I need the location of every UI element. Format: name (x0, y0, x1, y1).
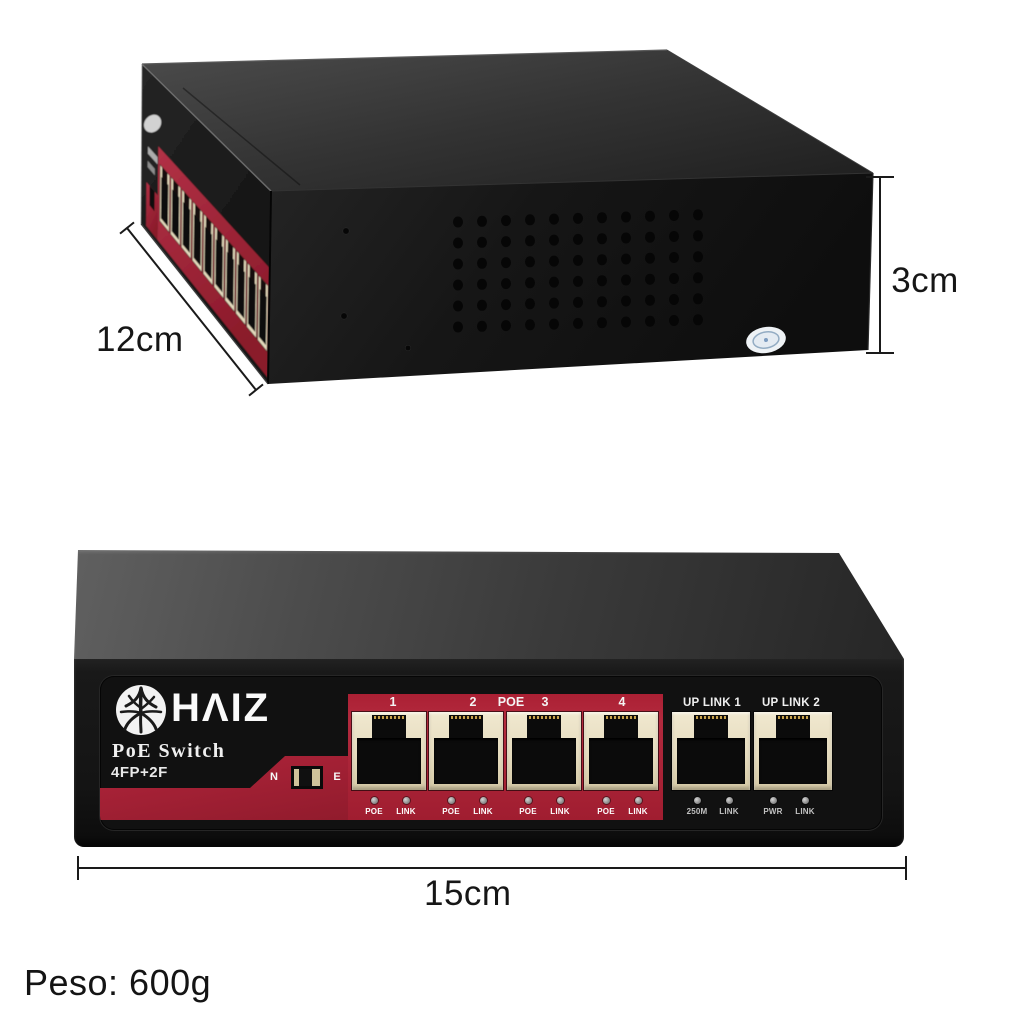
link-led (725, 797, 733, 804)
back-edge-highlight (141, 49, 668, 65)
side-top-ridge (270, 172, 874, 192)
width-dimension-line (77, 856, 907, 880)
led-group-uplink1: 250M LINK (683, 797, 743, 816)
port-pins (696, 716, 726, 719)
rj45-port-2 (429, 712, 503, 790)
port-label-2: 2 (469, 695, 477, 709)
front-panel: HΛIZ PoE Switch 4FP+2F 1 2 POE 3 4 UP LI… (100, 676, 882, 830)
link-led (556, 797, 564, 804)
depth-dimension-label: 12cm (96, 320, 184, 359)
screws (340, 227, 412, 352)
height-dimension-line (866, 176, 894, 354)
250m-led (693, 797, 701, 804)
switch-angled-view (140, 49, 874, 385)
port-label-poe: POE (497, 695, 525, 709)
rj45-uplink-port-1 (672, 712, 750, 790)
uplink1-label: UP LINK 1 (682, 697, 742, 709)
mode-switch-notch (149, 185, 155, 212)
ports-angled (159, 163, 269, 353)
mode-switch-n-label: N (270, 771, 278, 783)
model-number: 4FP+2F (111, 764, 168, 781)
height-dimension-label: 3cm (891, 261, 959, 300)
right-back-edge (666, 49, 874, 174)
port-pins (529, 716, 559, 719)
side-right-edge (867, 172, 874, 351)
front-face-angled (141, 64, 271, 384)
port-pins (606, 716, 636, 719)
depth-dimension-line (119, 221, 264, 397)
port-pins (778, 716, 808, 719)
top-face-front-view (74, 550, 904, 659)
link-led (634, 797, 642, 804)
poe-led (447, 797, 455, 804)
link-led (479, 797, 487, 804)
front-top-edge-highlight (141, 63, 272, 192)
rj45-port-1 (352, 712, 426, 790)
mode-switch[interactable] (291, 766, 323, 789)
led-group-port3: POE LINK (514, 797, 574, 816)
led-group-port1: POE LINK (360, 797, 420, 816)
front-face: HΛIZ PoE Switch 4FP+2F 1 2 POE 3 4 UP LI… (74, 659, 904, 847)
port-label-3: 3 (541, 695, 549, 709)
led-group-uplink2: PWR LINK (759, 797, 819, 816)
top-face (142, 50, 873, 191)
poe-led (602, 797, 610, 804)
ventilation-holes (453, 209, 703, 333)
pwr-led (769, 797, 777, 804)
front-side-crease (267, 190, 272, 385)
mode-switch-e-label: E (333, 771, 341, 783)
poe-led (370, 797, 378, 804)
port-pins (451, 716, 481, 719)
rj45-port-4 (584, 712, 658, 790)
side-face (268, 173, 873, 384)
link-led (801, 797, 809, 804)
port-label-4: 4 (618, 695, 626, 709)
led-group-port2: POE LINK (437, 797, 497, 816)
weight-label: Peso: 600g (24, 962, 212, 1003)
brand-wordmark: HΛIZ (171, 686, 271, 730)
poe-led (524, 797, 532, 804)
rj45-uplink-port-2 (754, 712, 832, 790)
width-dimension-label: 15cm (424, 874, 512, 913)
brand-logo-small (143, 114, 162, 133)
port-label-1: 1 (389, 695, 397, 709)
rj45-port-3 (507, 712, 581, 790)
link-led (402, 797, 410, 804)
switch-front-view: HΛIZ PoE Switch 4FP+2F 1 2 POE 3 4 UP LI… (74, 549, 904, 849)
port-pins (374, 716, 404, 719)
label-sticker (746, 326, 786, 354)
lid-seam (182, 87, 301, 186)
led-group-port4: POE LINK (592, 797, 652, 816)
product-name: PoE Switch (112, 740, 226, 762)
front-bottom-edge (140, 223, 269, 385)
mode-switch-knob[interactable] (299, 769, 312, 786)
uplink2-label: UP LINK 2 (761, 697, 821, 709)
brand-logo-icon (115, 684, 167, 736)
